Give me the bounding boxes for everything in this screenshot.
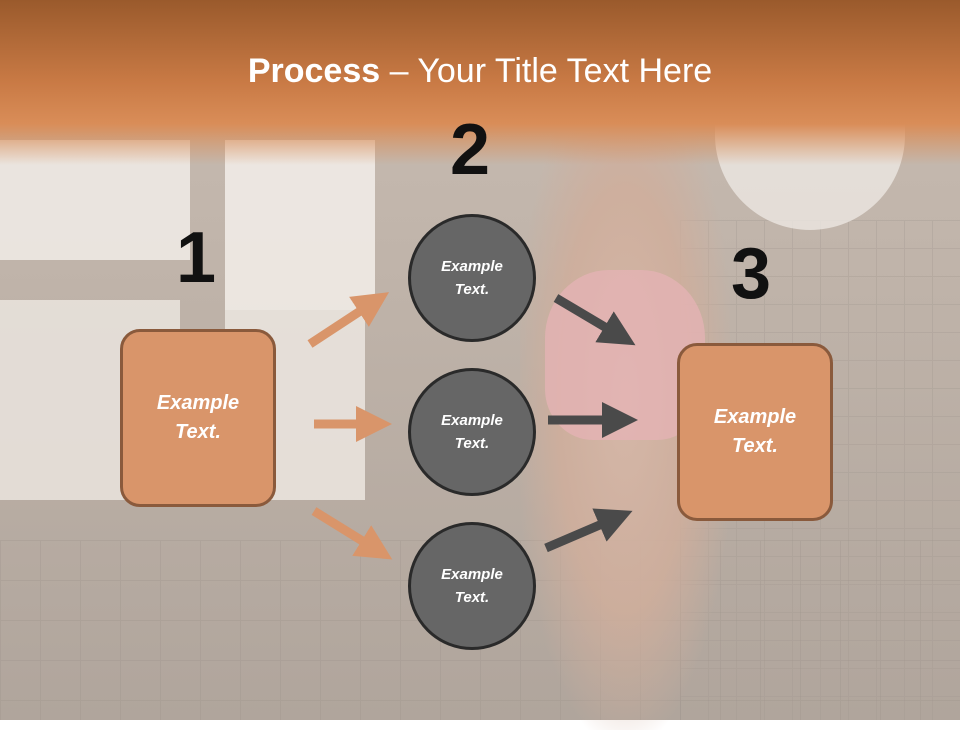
process-circle-bottom[interactable]: Example Text. <box>408 522 536 650</box>
circle-label: Example Text. <box>441 566 503 606</box>
step-number-1: 1 <box>176 218 217 298</box>
left-process-box[interactable]: Example Text. <box>120 329 276 507</box>
arrow-left-up <box>307 292 390 348</box>
circle-label: Example Text. <box>441 258 503 298</box>
process-circle-middle[interactable]: Example Text. <box>408 368 536 496</box>
step-number-2: 2 <box>450 110 491 190</box>
arrow-right-up <box>544 508 633 553</box>
arrow-left-down <box>311 507 393 560</box>
left-box-label: Example Text. <box>156 392 240 443</box>
title-banner <box>0 0 960 165</box>
arrow-right-down <box>553 294 636 346</box>
process-circle-top[interactable]: Example Text. <box>408 214 536 342</box>
right-process-box[interactable]: Example Text. <box>677 343 833 521</box>
right-box-label: Example Text. <box>713 406 797 457</box>
title-bold: Process <box>247 52 381 90</box>
step-number-3: 3 <box>731 234 772 314</box>
title-rest: – Your Title Text Here <box>380 52 713 90</box>
circle-label: Example Text. <box>441 412 503 452</box>
slide-title[interactable]: Process – Your Title Text Here <box>0 52 960 91</box>
window-pane <box>225 140 375 310</box>
